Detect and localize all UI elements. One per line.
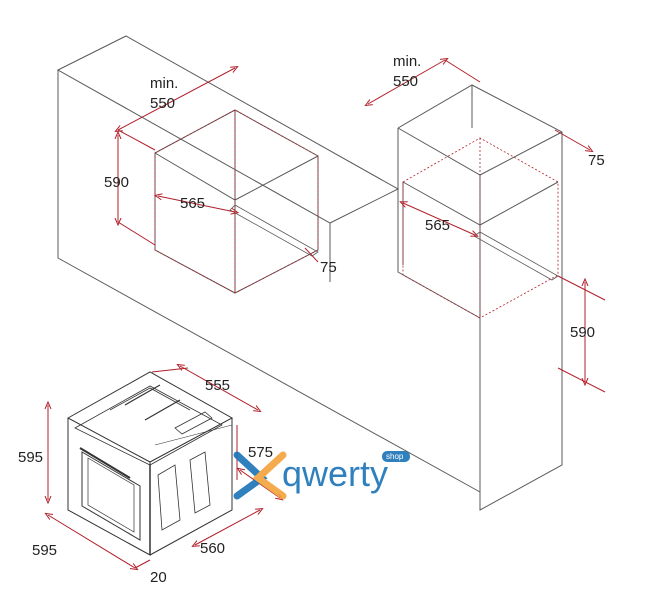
oven-front-thickness-label: 20 <box>150 569 167 586</box>
logo-brand: qwerty <box>282 453 388 494</box>
left-depth-label: 565 <box>180 195 205 212</box>
left-min-value: 550 <box>150 95 175 112</box>
oven-drawing <box>66 371 234 556</box>
right-min-value: 550 <box>393 73 418 90</box>
right-gap-label: 75 <box>588 152 605 169</box>
left-height-label: 590 <box>104 174 129 191</box>
left-gap-label: 75 <box>320 259 337 276</box>
dimension-labels: min. 550 590 565 75 min. 550 75 565 590 … <box>18 53 605 586</box>
oven-width-top-label: 555 <box>205 377 230 394</box>
right-min-label: min. <box>393 53 421 70</box>
cabinet-outline <box>56 35 563 511</box>
oven-width-front-label: 595 <box>32 542 57 559</box>
oven-height-label: 595 <box>18 449 43 466</box>
logo-tag: shop <box>386 452 404 461</box>
left-min-label: min. <box>150 75 178 92</box>
oven-depth-side-label: 575 <box>248 444 273 461</box>
niche-dashed <box>154 109 559 319</box>
dimension-lines <box>48 60 606 568</box>
qwerty-shop-logo: qwerty shop <box>233 451 410 500</box>
rails <box>229 204 559 281</box>
right-depth-label: 565 <box>425 217 450 234</box>
right-height-label: 590 <box>570 324 595 341</box>
oven-depth-bottom-label: 560 <box>200 540 225 557</box>
x-mark-icon <box>233 451 287 500</box>
logo-tag-badge <box>382 451 410 462</box>
